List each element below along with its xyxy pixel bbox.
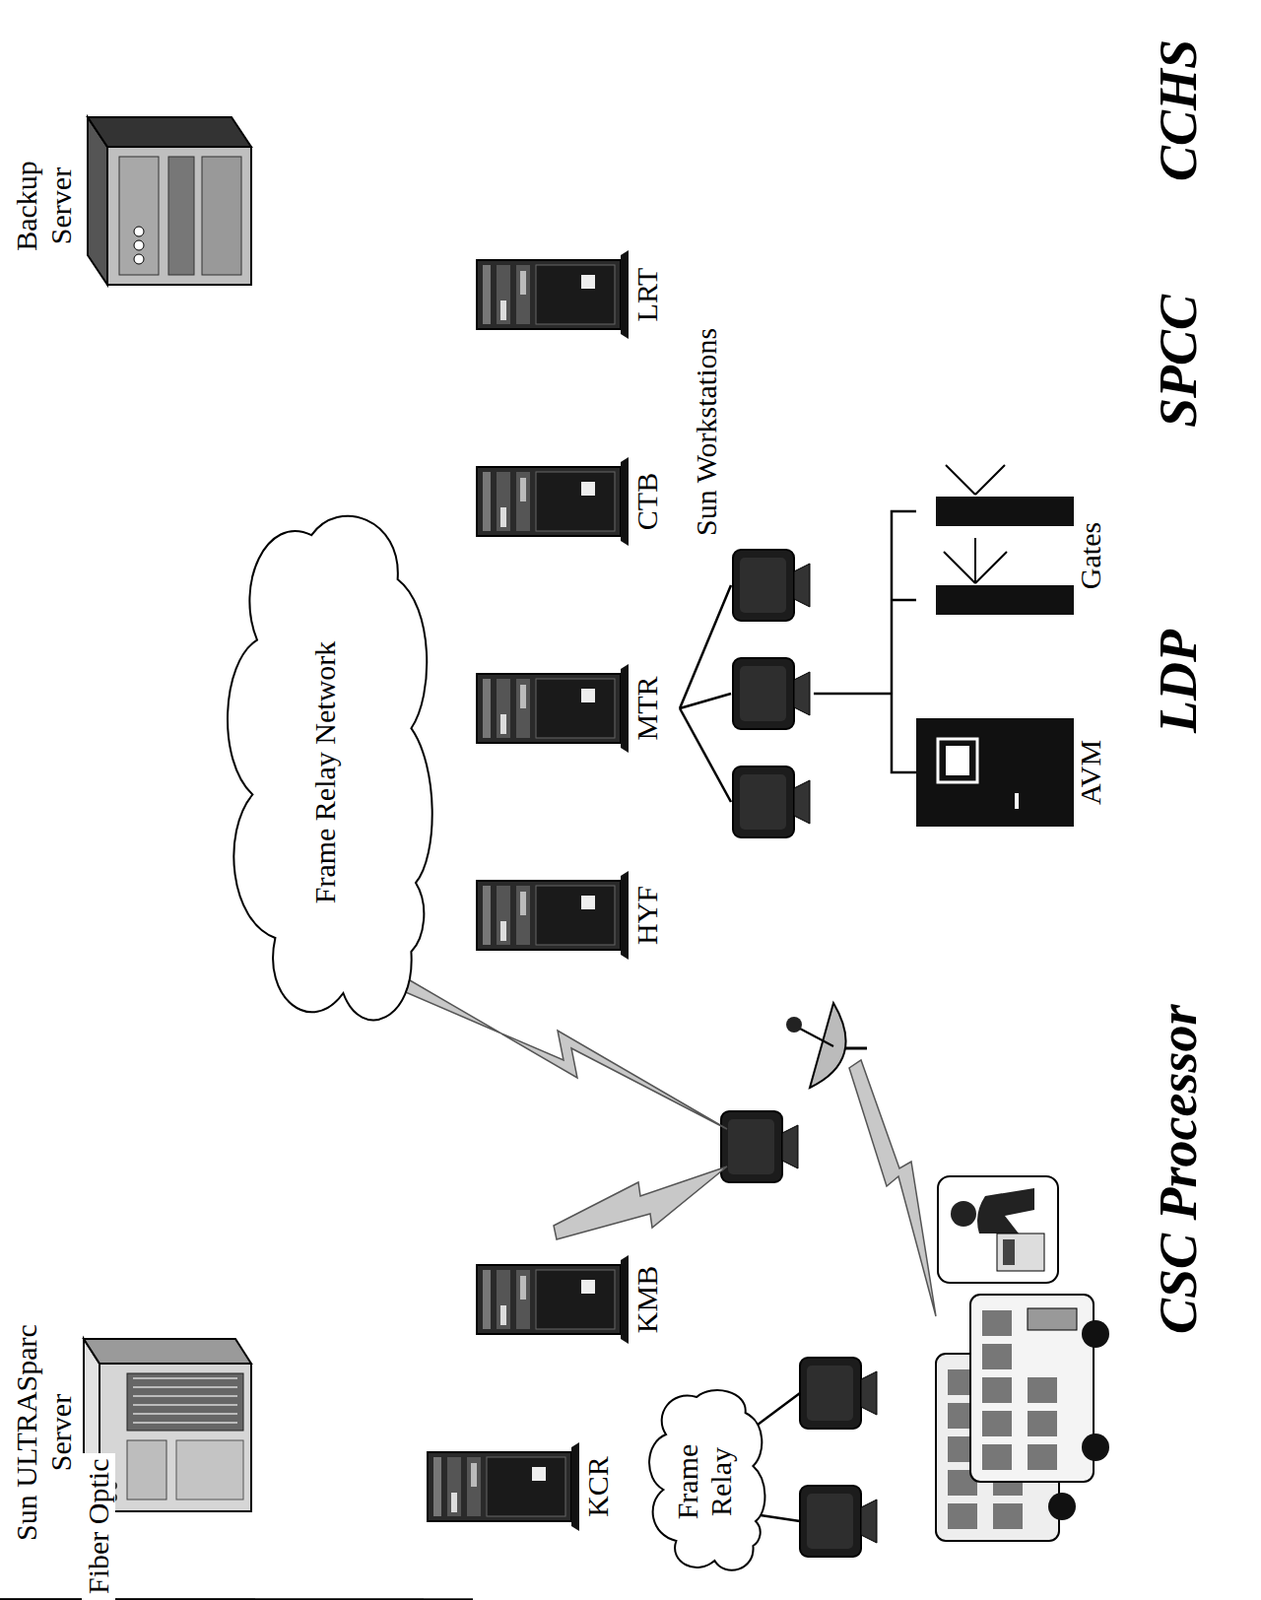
- icon-holder: [423, 1437, 582, 1536]
- gate-icon: [916, 457, 1074, 655]
- connector-line: [0, 1598, 473, 1600]
- connector: [0, 1599, 473, 1600]
- vending-machine-icon: [916, 708, 1074, 837]
- node-label: HYF: [630, 885, 665, 945]
- workstation-icon: [732, 549, 810, 621]
- workstation-icon: [732, 658, 810, 730]
- workstation-icon: [799, 1357, 877, 1429]
- connector-line: [0, 1598, 473, 1600]
- wire: [679, 585, 731, 709]
- server-rack-icon: [472, 452, 631, 551]
- node-label: Frame Relay: [670, 1427, 739, 1536]
- connector: [0, 1599, 256, 1600]
- satellite-dish: [786, 1002, 867, 1088]
- edge-label: Fiber Optic: [81, 1453, 117, 1600]
- wire-lines: [679, 511, 917, 1522]
- tier-label: SPCC: [1147, 294, 1209, 428]
- wire: [891, 511, 917, 773]
- tier-label: CSC Processor: [1147, 1003, 1209, 1334]
- node-label: MTR: [630, 676, 665, 741]
- gate-device: Gates: [916, 457, 1109, 655]
- node-label: Sun ULTRASparc Server: [9, 1297, 78, 1568]
- wire: [679, 708, 731, 802]
- icon-holder: [472, 452, 631, 551]
- workstation-icon: [721, 1111, 798, 1183]
- node-label: CTB: [630, 472, 665, 531]
- group-label: Sun Workstations: [689, 328, 725, 536]
- cloud-outline: [227, 516, 433, 1021]
- icon-holder: [916, 708, 1074, 837]
- wire: [679, 693, 731, 709]
- cloud-outline: [649, 1390, 765, 1571]
- server-node: Sun ULTRASparc Server: [9, 1297, 256, 1568]
- server-icon: [77, 107, 256, 305]
- connector: [0, 1599, 473, 1600]
- operator-server: CTB: [472, 447, 665, 556]
- connector: [0, 1599, 473, 1600]
- workstation-icon: [799, 1485, 877, 1557]
- icon-holder: [472, 245, 631, 344]
- avm-device: AVM: [916, 703, 1109, 842]
- node-label: AVM: [1073, 739, 1109, 805]
- server-rack-icon: [472, 865, 631, 965]
- wireless-link: [394, 973, 728, 1129]
- tier-label: LDP: [1147, 629, 1209, 733]
- connector-line: [0, 1598, 473, 1600]
- server-rack-icon: [472, 245, 631, 344]
- server-rack-icon: [472, 1250, 631, 1349]
- operator-server: HYF: [472, 861, 665, 970]
- node-label: Backup Server: [9, 141, 78, 270]
- node-label: LRT: [630, 267, 665, 323]
- wireless-link: [849, 1060, 936, 1317]
- connector-line: [0, 1598, 473, 1600]
- icon-holder: [916, 457, 1074, 655]
- node-label: KCR: [581, 1456, 616, 1518]
- operator-server: KCR: [423, 1432, 616, 1541]
- node-label: KMB: [630, 1265, 665, 1333]
- tier-label: CCHS: [1147, 39, 1209, 182]
- wire: [813, 692, 892, 696]
- connector: [0, 1599, 473, 1600]
- icon-holder: [472, 659, 631, 758]
- operator-server: MTR: [472, 654, 665, 763]
- icon-holder: [77, 107, 256, 305]
- operator-server: KMB: [472, 1245, 665, 1354]
- node-label: Frame Relay Network: [308, 641, 343, 905]
- network-cloud: Frame Relay Network: [211, 496, 439, 1049]
- wireless-link: [553, 1166, 728, 1240]
- connector: [0, 1599, 256, 1600]
- icon-holder: [472, 865, 631, 965]
- server-node: Backup Server: [9, 92, 256, 320]
- wire: [891, 598, 917, 602]
- card-reader-illustration: [937, 1176, 1059, 1283]
- operator-server: LRT: [472, 240, 665, 349]
- icon-holder: [472, 1250, 631, 1349]
- node-label: Gates: [1073, 522, 1109, 590]
- network-cloud: Frame Relay: [640, 1383, 769, 1581]
- server-rack-icon: [472, 659, 631, 758]
- workstation-icon: [732, 766, 810, 838]
- connector: [0, 1599, 424, 1600]
- server-rack-icon: [423, 1437, 582, 1536]
- bus-illustration: [935, 1294, 1110, 1541]
